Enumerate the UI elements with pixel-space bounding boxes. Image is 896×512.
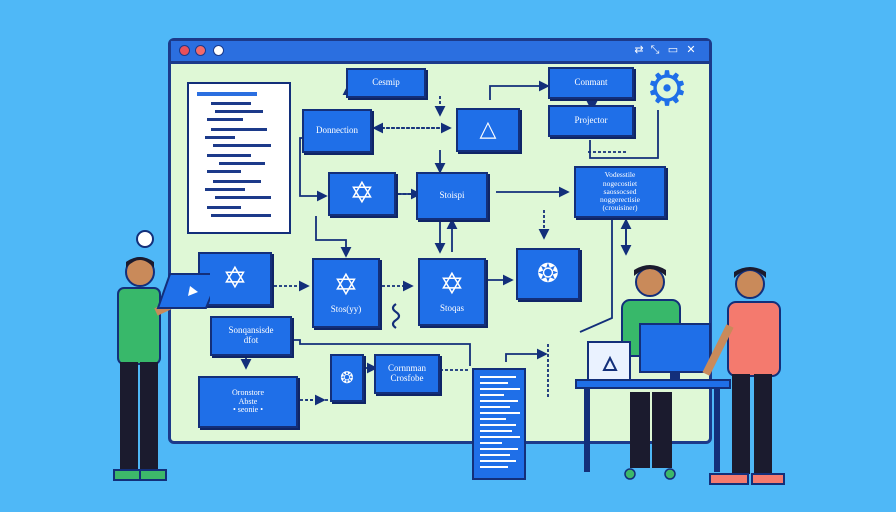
node-donnection-label: Donnection: [316, 125, 358, 136]
node-cesmip[interactable]: Cesmip: [346, 68, 426, 98]
document-panel: [187, 82, 291, 234]
person-seated-desk: [575, 265, 731, 480]
node-projector[interactable]: Projector: [548, 105, 634, 137]
node-stosyy-label: Stos(yy): [330, 304, 362, 315]
node-oronstore[interactable]: Oronstore Abste • seonie •: [198, 376, 298, 428]
star-icon: ✡: [222, 261, 248, 296]
window-icon[interactable]: ▭: [667, 44, 679, 56]
gear-icon: ❂: [340, 368, 354, 387]
minimize-dot[interactable]: [195, 45, 206, 56]
node-donnection[interactable]: Donnection: [302, 109, 372, 153]
node-sonqansisde[interactable]: Sonqansisde dfot: [210, 316, 292, 356]
node-star-left[interactable]: ✡: [328, 172, 396, 216]
node-stoispi-label: Stoispi: [439, 190, 465, 201]
node-vodesstile[interactable]: Vodesstile nogecostiet saossocsed nogger…: [574, 166, 666, 218]
node-conmant[interactable]: Conmant: [548, 67, 634, 99]
star-icon: ✡: [349, 176, 375, 211]
close-dot[interactable]: [179, 45, 190, 56]
node-small-gear[interactable]: ❂: [330, 354, 364, 402]
resize-icon[interactable]: ⇄: [634, 44, 644, 56]
triangle-icon: △: [479, 117, 497, 142]
node-star-top[interactable]: △: [456, 108, 520, 152]
node-oronstore-label: Oronstore Abste • seonie •: [232, 387, 264, 415]
node-sonqansisde-label: Sonqansisde dfot: [228, 325, 274, 345]
star-icon: ✡: [439, 267, 465, 303]
code-panel: [472, 368, 526, 480]
node-stoispi[interactable]: Stoispi: [416, 172, 488, 220]
node-stosyy[interactable]: ✡ Stos(yy): [312, 258, 380, 328]
settings-gear-icon[interactable]: ⚙: [645, 61, 689, 117]
person-right: [702, 267, 785, 485]
node-projector-label: Projector: [574, 115, 608, 126]
maximize-dot[interactable]: [213, 45, 224, 56]
node-vodesstile-label: Vodesstile nogecostiet saossocsed nogger…: [600, 170, 640, 213]
star-icon: ✡: [333, 268, 359, 304]
node-conmant-label: Conmant: [574, 77, 608, 88]
gear-icon: ❂: [537, 259, 559, 289]
lightbulb-icon: [136, 230, 154, 248]
node-cornnman[interactable]: Cornnman Crosfobe: [374, 354, 440, 394]
window-titlebar: ⇄ ⤡ ▭ ✕: [171, 41, 709, 64]
node-gear[interactable]: ❂: [516, 248, 580, 300]
node-stoqas[interactable]: ✡ Stoqas: [418, 258, 486, 326]
close-icon[interactable]: ✕: [686, 44, 696, 56]
fullscreen-icon[interactable]: ⤡: [650, 44, 660, 56]
node-stoqas-label: Stoqas: [439, 303, 464, 314]
node-cornnman-label: Cornnman Crosfobe: [388, 363, 426, 383]
node-cesmip-label: Cesmip: [372, 77, 400, 88]
person-left: [113, 257, 210, 481]
